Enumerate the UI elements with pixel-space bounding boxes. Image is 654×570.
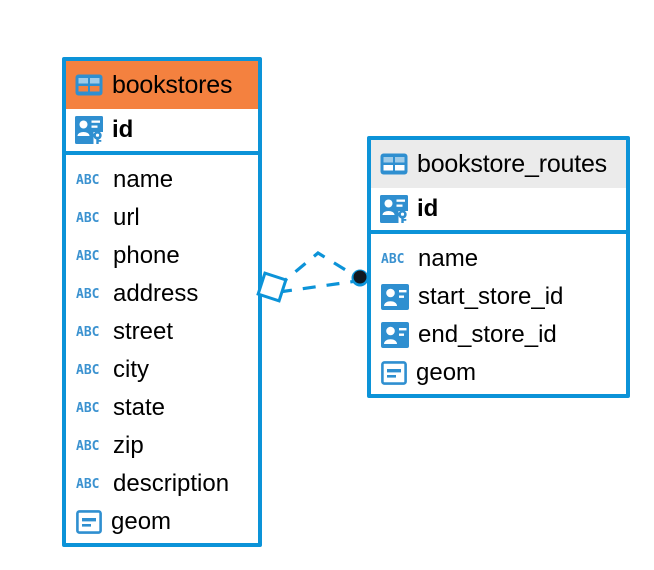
relationship-line-upper — [275, 251, 358, 289]
field-label: phone — [113, 242, 180, 269]
field-row-name[interactable]: ABC name — [371, 240, 626, 278]
abc-icon: ABC — [76, 325, 99, 340]
field-label: end_store_id — [418, 321, 557, 348]
field-list-bookstores: ABC name ABC url ABC phone ABC — [66, 155, 258, 547]
svg-text:ABC: ABC — [76, 439, 99, 454]
abc-icon: ABC — [76, 363, 99, 378]
field-label: zip — [113, 432, 144, 459]
field-label: url — [113, 204, 140, 231]
abc-icon: ABC — [76, 401, 99, 416]
field-row-street[interactable]: ABC street — [66, 313, 258, 351]
relationship-line-lower — [278, 279, 358, 294]
field-label: geom — [111, 508, 172, 535]
field-label: address — [113, 280, 199, 307]
field-label: street — [113, 318, 174, 345]
primary-key-row-bookstore-routes[interactable]: id — [371, 188, 626, 234]
entity-table-bookstore-routes[interactable]: bookstore_routes id ABC — [367, 136, 630, 398]
table-icon — [75, 74, 103, 96]
field-label: start_store_id — [418, 283, 564, 310]
abc-icon: ABC — [76, 477, 99, 492]
abc-icon: ABC — [381, 252, 404, 267]
svg-text:ABC: ABC — [76, 287, 99, 302]
field-list-bookstore-routes: ABC name start_store_id — [371, 234, 626, 398]
field-row-zip[interactable]: ABC zip — [66, 427, 258, 465]
primary-key-icon — [380, 195, 408, 223]
field-row-geom[interactable]: geom — [371, 354, 626, 392]
field-row-description[interactable]: ABC description — [66, 465, 258, 503]
svg-text:ABC: ABC — [381, 252, 404, 267]
field-label: name — [113, 166, 174, 193]
field-label: state — [113, 394, 166, 421]
field-row-city[interactable]: ABC city — [66, 351, 258, 389]
svg-text:ABC: ABC — [76, 401, 99, 416]
primary-key-icon — [75, 116, 103, 144]
field-label: geom — [416, 359, 477, 386]
field-label: city — [113, 356, 149, 383]
relationship-target-circle-marker — [351, 269, 369, 287]
entity-table-bookstores[interactable]: bookstores id ABC — [62, 57, 262, 547]
entity-title-bookstores: bookstores — [112, 70, 233, 99]
abc-icon: ABC — [76, 287, 99, 302]
foreign-key-icon — [381, 322, 409, 348]
abc-icon: ABC — [76, 211, 99, 226]
svg-text:ABC: ABC — [76, 173, 99, 188]
entity-title-bookstore-routes: bookstore_routes — [417, 149, 607, 178]
field-label: name — [418, 245, 479, 272]
abc-icon: ABC — [76, 173, 99, 188]
field-row-start-store-id[interactable]: start_store_id — [371, 278, 626, 316]
primary-key-label-bookstores: id — [112, 116, 134, 143]
table-icon — [380, 153, 408, 175]
svg-text:ABC: ABC — [76, 325, 99, 340]
entity-header-bookstores[interactable]: bookstores — [66, 61, 258, 109]
field-row-address[interactable]: ABC address — [66, 275, 258, 313]
primary-key-label-bookstore-routes: id — [417, 195, 439, 222]
field-row-geom[interactable]: geom — [66, 503, 258, 541]
field-row-name[interactable]: ABC name — [66, 161, 258, 199]
field-row-state[interactable]: ABC state — [66, 389, 258, 427]
svg-text:ABC: ABC — [76, 249, 99, 264]
svg-text:ABC: ABC — [76, 477, 99, 492]
relationship-source-diamond-marker — [256, 271, 288, 303]
abc-icon: ABC — [76, 249, 99, 264]
field-label: description — [113, 470, 230, 497]
svg-text:ABC: ABC — [76, 363, 99, 378]
field-row-url[interactable]: ABC url — [66, 199, 258, 237]
entity-header-bookstore-routes[interactable]: bookstore_routes — [371, 140, 626, 188]
field-row-phone[interactable]: ABC phone — [66, 237, 258, 275]
svg-text:ABC: ABC — [76, 211, 99, 226]
geometry-icon — [76, 510, 102, 534]
geometry-icon — [381, 361, 407, 385]
abc-icon: ABC — [76, 439, 99, 454]
primary-key-row-bookstores[interactable]: id — [66, 109, 258, 155]
field-row-end-store-id[interactable]: end_store_id — [371, 316, 626, 354]
foreign-key-icon — [381, 284, 409, 310]
